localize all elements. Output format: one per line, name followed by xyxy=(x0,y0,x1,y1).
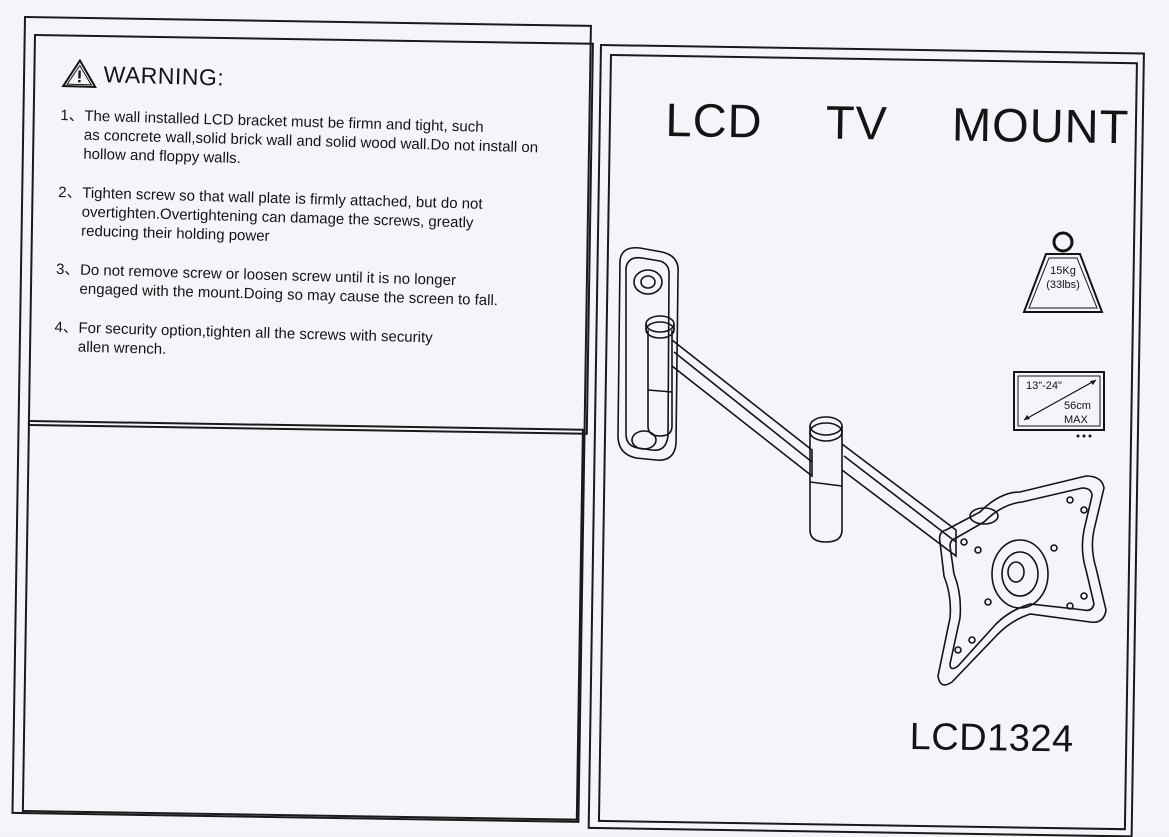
warning-item: 4、 For security option,tighten all the s… xyxy=(54,318,575,371)
warning-item-text: Tighten screw so that wall plate is firm… xyxy=(80,184,483,245)
warning-item-number: 3、 xyxy=(55,260,80,279)
screen-size-range: 13"-24" xyxy=(1026,380,1062,392)
product-title: LCD TV MOUNT xyxy=(665,92,1130,154)
warning-item: 2、 Tighten screw so that wall plate is f… xyxy=(57,183,578,254)
screen-size-max: MAX xyxy=(1064,414,1088,426)
warning-triangle-icon xyxy=(61,58,97,88)
weight-capacity-badge: 15Kg (33lbs) xyxy=(1020,228,1106,318)
weight-kg: 15Kg xyxy=(1050,265,1076,277)
tv-mount-illustration xyxy=(617,246,1107,686)
warning-item-text: The wall installed LCD bracket must be f… xyxy=(83,107,539,168)
warning-heading: WARNING: xyxy=(61,58,582,103)
model-number: LCD1324 xyxy=(909,716,1075,761)
weight-icon xyxy=(1022,231,1104,313)
screen-size-cm: 56cm xyxy=(1064,400,1091,412)
warning-item-number: 1、 xyxy=(60,106,84,125)
weight-lbs: (33lbs) xyxy=(1046,279,1080,291)
blank-panel xyxy=(21,420,584,821)
warning-item-number: 4、 xyxy=(54,318,79,337)
warning-item-text: Do not remove screw or loosen screw unti… xyxy=(79,261,499,310)
warning-item: 1、 The wall installed LCD bracket must b… xyxy=(59,106,580,177)
screen-size-badge: 13"-24" 56cm MAX xyxy=(1012,370,1108,442)
warning-item: 3、 Do not remove screw or loosen screw u… xyxy=(55,260,576,313)
screen-size-icon xyxy=(1013,371,1105,438)
warning-section: WARNING: 1、 The wall installed LCD brack… xyxy=(53,58,582,390)
warning-list: 1、 The wall installed LCD bracket must b… xyxy=(54,106,581,370)
warning-title-text: WARNING: xyxy=(103,60,225,91)
warning-item-text: For security option,tighten all the scre… xyxy=(77,319,433,359)
warning-item-number: 2、 xyxy=(58,183,82,202)
